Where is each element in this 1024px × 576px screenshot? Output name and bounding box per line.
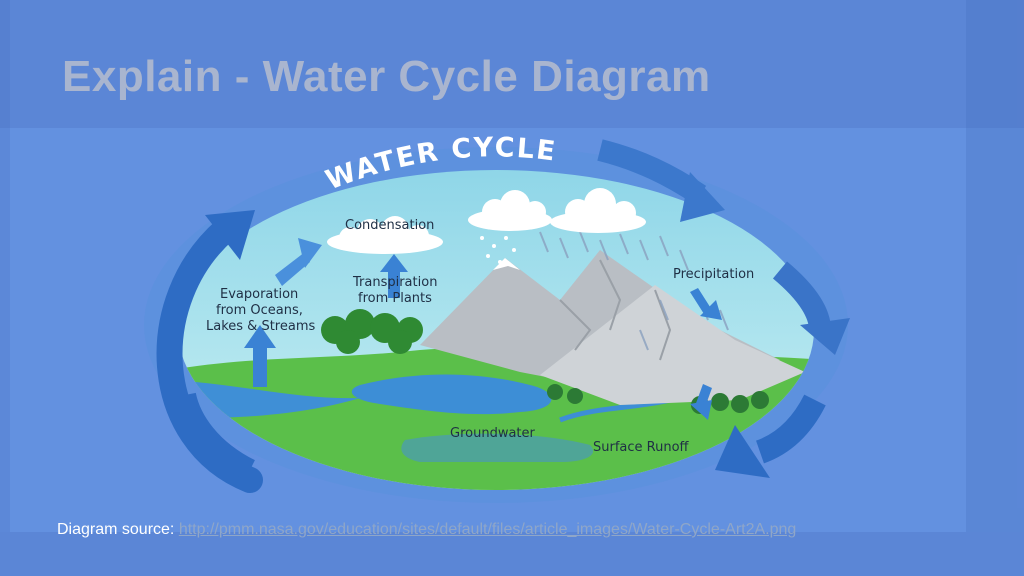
label-transpiration-1: Transpiration — [352, 275, 437, 290]
slide-title: Explain - Water Cycle Diagram — [62, 52, 711, 101]
right-strip — [966, 0, 1024, 576]
snow-dots — [480, 236, 516, 264]
source-prefix: Diagram source: — [57, 521, 179, 538]
forest-left — [321, 309, 423, 354]
mountain-ridges — [559, 259, 672, 361]
evaporation-arrow-up — [244, 325, 276, 387]
cycle-arrow-bottom-right — [755, 394, 826, 464]
snow-cap — [493, 258, 520, 270]
footer-band — [0, 532, 1024, 576]
cloud-precipitation-right — [550, 188, 646, 233]
label-evaporation-1: Evaporation — [220, 287, 298, 302]
cycle-arrowhead-top-right — [680, 172, 725, 222]
left-strip — [0, 0, 10, 576]
cycle-arrowhead-bottom-right — [715, 425, 770, 478]
evaporation-arrow-diagonal — [275, 238, 322, 286]
cycle-arrowhead-right — [800, 318, 850, 355]
cloud-condensation — [327, 216, 443, 254]
rain-streaks — [539, 231, 729, 351]
title-band — [0, 0, 1024, 128]
groundwater-area — [401, 433, 594, 462]
cycle-arrow-bottom-left — [174, 392, 256, 480]
mountain-front — [540, 285, 805, 405]
cloud-precipitation-left — [468, 190, 552, 231]
label-surface-runoff: Surface Runoff — [593, 440, 690, 455]
runoff-arrow — [690, 384, 712, 420]
label-transpiration-2: from Plants — [358, 291, 432, 306]
label-groundwater: Groundwater — [450, 426, 536, 441]
label-precipitation: Precipitation — [673, 267, 754, 282]
label-evaporation-2: from Oceans, — [216, 303, 303, 318]
scene — [178, 231, 814, 490]
precipitation-arrow — [690, 288, 722, 320]
label-condensation: Condensation — [345, 218, 434, 233]
cycle-arrowhead-left — [205, 210, 255, 260]
lake — [351, 374, 552, 415]
label-evaporation-3: Lakes & Streams — [206, 319, 315, 334]
source-link[interactable]: http://pmm.nasa.gov/education/sites/defa… — [178, 521, 797, 538]
diagram-source: Diagram source: http://pmm.nasa.gov/educ… — [57, 520, 937, 540]
transpiration-arrow — [380, 254, 408, 298]
